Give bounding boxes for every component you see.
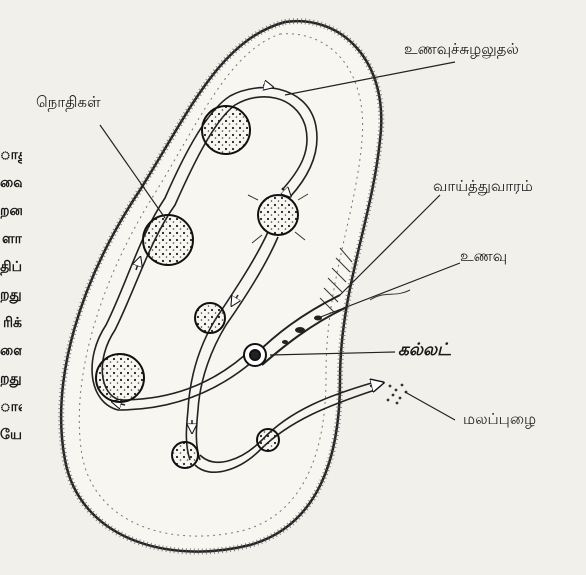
side-text-line: ால்	[0, 399, 22, 417]
side-text-line: ாது	[0, 147, 22, 165]
anal-pore-particles	[387, 384, 408, 405]
label-vacuoles: நொதிகள்	[36, 93, 101, 113]
label-gullet: கல்லட்	[398, 340, 451, 362]
label-mouth-opening: வாய்த்துவாரம்	[433, 177, 533, 197]
food-particle	[282, 340, 288, 344]
food-particle	[295, 327, 305, 333]
side-text-line: றது.	[0, 287, 22, 305]
label-anal-pore: மலப்புழை	[463, 410, 536, 430]
side-text-line: றது.	[0, 371, 22, 389]
side-text-line: றன.	[0, 203, 22, 221]
side-text-line: ரிக்	[0, 315, 22, 333]
side-text-line: ளை	[0, 343, 22, 361]
side-text-line: திப்	[0, 259, 22, 277]
label-food: உணவு	[460, 247, 507, 267]
side-text-line: வை	[0, 175, 22, 193]
side-text-line: யே	[0, 427, 22, 445]
side-text-line: ளா	[0, 231, 22, 249]
label-food-circulation: உணவுச்சுழலுதல்	[404, 40, 519, 60]
